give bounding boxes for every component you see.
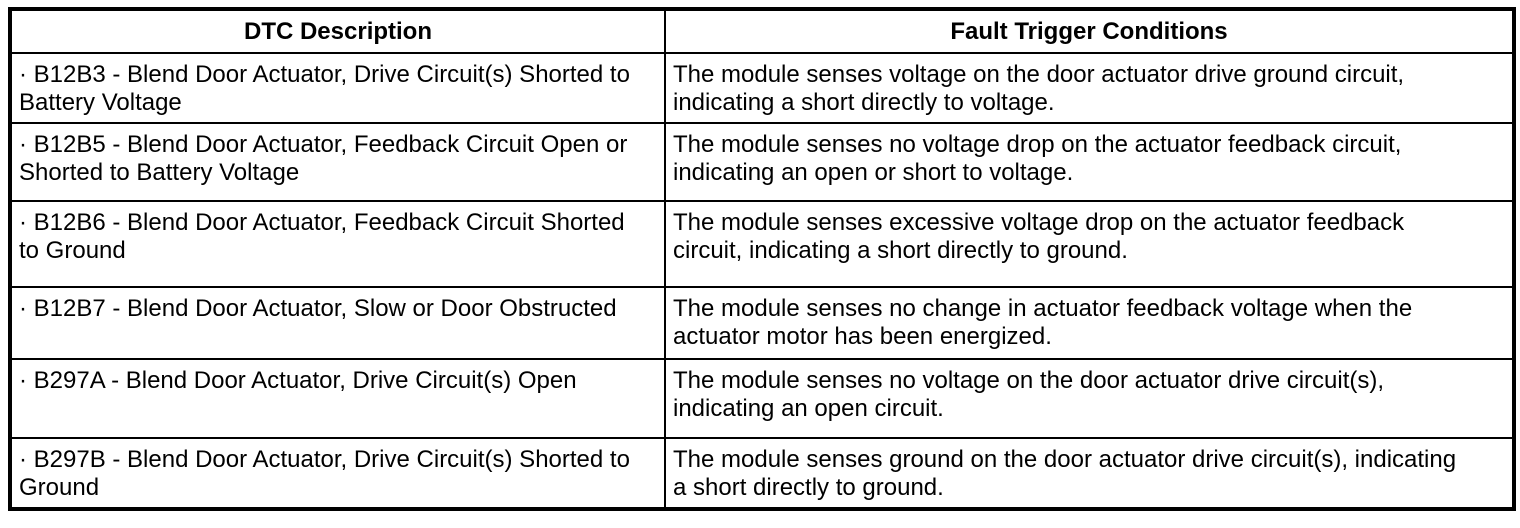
fault-condition-text: The module senses no change in actuator …: [673, 295, 1413, 350]
dtc-fault-table: DTC Description Fault Trigger Conditions…: [8, 7, 1516, 511]
header-dtc-description: DTC Description: [9, 8, 666, 54]
dtc-cell: · B12B3 - Blend Door Actuator, Drive Cir…: [9, 52, 666, 124]
table-row: · B12B5 - Blend Door Actuator, Feedback …: [9, 122, 1515, 202]
fault-cell: The module senses excessive voltage drop…: [664, 200, 1515, 288]
dtc-description-text: · B12B6 - Blend Door Actuator, Feedback …: [19, 209, 625, 264]
table-row: · B12B6 - Blend Door Actuator, Feedback …: [9, 200, 1515, 288]
table-row: · B12B3 - Blend Door Actuator, Drive Cir…: [9, 52, 1515, 124]
dtc-cell: · B12B5 - Blend Door Actuator, Feedback …: [9, 122, 666, 202]
dtc-description-text: · B12B3 - Blend Door Actuator, Drive Cir…: [19, 61, 630, 116]
fault-cell: The module senses no change in actuator …: [664, 286, 1515, 360]
table-row: · B297B - Blend Door Actuator, Drive Cir…: [9, 437, 1515, 510]
dtc-cell: · B297B - Blend Door Actuator, Drive Cir…: [9, 437, 666, 510]
fault-condition-text: The module senses voltage on the door ac…: [673, 61, 1405, 116]
fault-cell: The module senses no voltage drop on the…: [664, 122, 1515, 202]
fault-cell: The module senses voltage on the door ac…: [664, 52, 1515, 124]
fault-cell: The module senses ground on the door act…: [664, 437, 1515, 510]
fault-condition-text: The module senses no voltage drop on the…: [673, 131, 1402, 186]
header-fault-trigger-conditions: Fault Trigger Conditions: [664, 8, 1515, 54]
dtc-description-text: · B297B - Blend Door Actuator, Drive Cir…: [19, 446, 630, 501]
fault-condition-text: The module senses ground on the door act…: [673, 446, 1457, 501]
dtc-cell: · B12B7 - Blend Door Actuator, Slow or D…: [9, 286, 666, 360]
fault-condition-text: The module senses no voltage on the door…: [673, 367, 1385, 422]
dtc-description-text: · B12B5 - Blend Door Actuator, Feedback …: [19, 131, 628, 186]
table-row: · B297A - Blend Door Actuator, Drive Cir…: [9, 358, 1515, 439]
dtc-cell: · B12B6 - Blend Door Actuator, Feedback …: [9, 200, 666, 288]
fault-condition-text: The module senses excessive voltage drop…: [673, 209, 1405, 264]
table-row: · B12B7 - Blend Door Actuator, Slow or D…: [9, 286, 1515, 360]
dtc-cell: · B297A - Blend Door Actuator, Drive Cir…: [9, 358, 666, 439]
dtc-description-text: · B12B7 - Blend Door Actuator, Slow or D…: [19, 295, 617, 322]
dtc-description-text: · B297A - Blend Door Actuator, Drive Cir…: [19, 367, 577, 394]
header-row: DTC Description Fault Trigger Conditions: [9, 8, 1515, 54]
fault-cell: The module senses no voltage on the door…: [664, 358, 1515, 439]
